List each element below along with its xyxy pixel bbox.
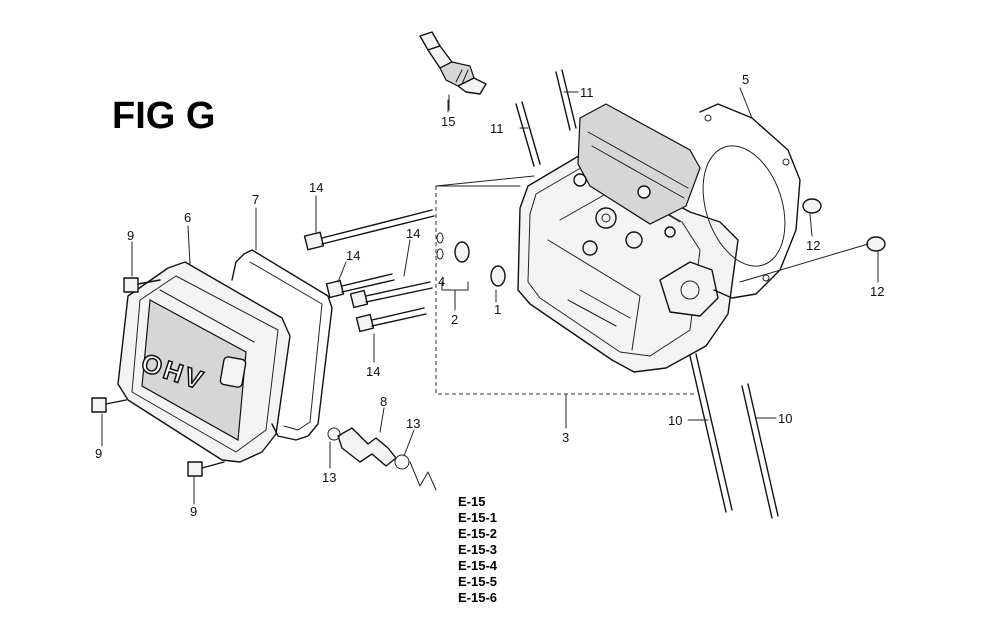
- callout-9-top: 9: [127, 228, 134, 243]
- callout-15: 15: [441, 114, 455, 129]
- stud-right: [555, 69, 577, 131]
- cylinder-head: [517, 103, 739, 373]
- reference-code: E-15-1: [458, 510, 497, 525]
- cover-bolt-top: [123, 277, 161, 293]
- long-stud-right: [741, 383, 779, 519]
- reference-code: E-15-3: [458, 542, 497, 557]
- dowel-pins: [436, 232, 506, 287]
- figure-title: FIG G: [112, 95, 215, 137]
- reference-code: E-15: [458, 494, 485, 509]
- long-bolt: [303, 209, 435, 251]
- callout-7: 7: [252, 192, 259, 207]
- callout-9-left: 9: [95, 446, 102, 461]
- callout-13-right: 13: [406, 416, 420, 431]
- head-cover-gasket: [231, 249, 333, 441]
- callout-12-upper: 12: [806, 238, 820, 253]
- bolt-middle: [349, 281, 433, 309]
- long-stud-left: [689, 353, 733, 513]
- cover-bolt-bottom: [187, 461, 225, 477]
- callout-11-left: 11: [490, 121, 504, 136]
- stud-left: [515, 101, 541, 167]
- assembly-bracket: [435, 186, 694, 395]
- head-cover: OHV: [117, 261, 291, 463]
- callout-3: 3: [562, 430, 569, 445]
- callout-1: 1: [494, 302, 501, 317]
- bolt-upper: [325, 273, 395, 299]
- reference-list: E-15 E-15-1 E-15-2 E-15-3 E-15-4 E-15-5 …: [458, 494, 498, 605]
- callout-6: 6: [184, 210, 191, 225]
- cylinder-head-gasket: [699, 103, 801, 299]
- callout-14-bottom: 14: [366, 364, 380, 379]
- callout-10-left: 10: [668, 413, 682, 428]
- leader-lines: [101, 87, 879, 505]
- spark-plug: [419, 31, 487, 111]
- reference-code: E-15-4: [458, 558, 498, 573]
- callout-11-right: 11: [580, 85, 594, 100]
- callout-10-right: 10: [778, 411, 792, 426]
- callout-14-right: 14: [406, 226, 420, 241]
- bolt-lower: [355, 307, 427, 333]
- cover-bolt-left: [91, 397, 127, 413]
- breather-tube: [327, 427, 437, 491]
- callout-14-top: 14: [309, 180, 323, 195]
- reference-code: E-15-2: [458, 526, 497, 541]
- callout-12-lower: 12: [870, 284, 884, 299]
- callout-labels: 1 2 3 4 5 6 7 8 9 9 9 10 10 11 11 12 12 …: [95, 72, 884, 519]
- callout-13-left: 13: [322, 470, 336, 485]
- callout-2: 2: [451, 312, 458, 327]
- callout-14-left: 14: [346, 248, 360, 263]
- callout-9-bottom: 9: [190, 504, 197, 519]
- callout-5: 5: [742, 72, 749, 87]
- reference-code: E-15-6: [458, 590, 497, 605]
- callout-4: 4: [438, 274, 445, 289]
- callout-8: 8: [380, 394, 387, 409]
- reference-code: E-15-5: [458, 574, 497, 589]
